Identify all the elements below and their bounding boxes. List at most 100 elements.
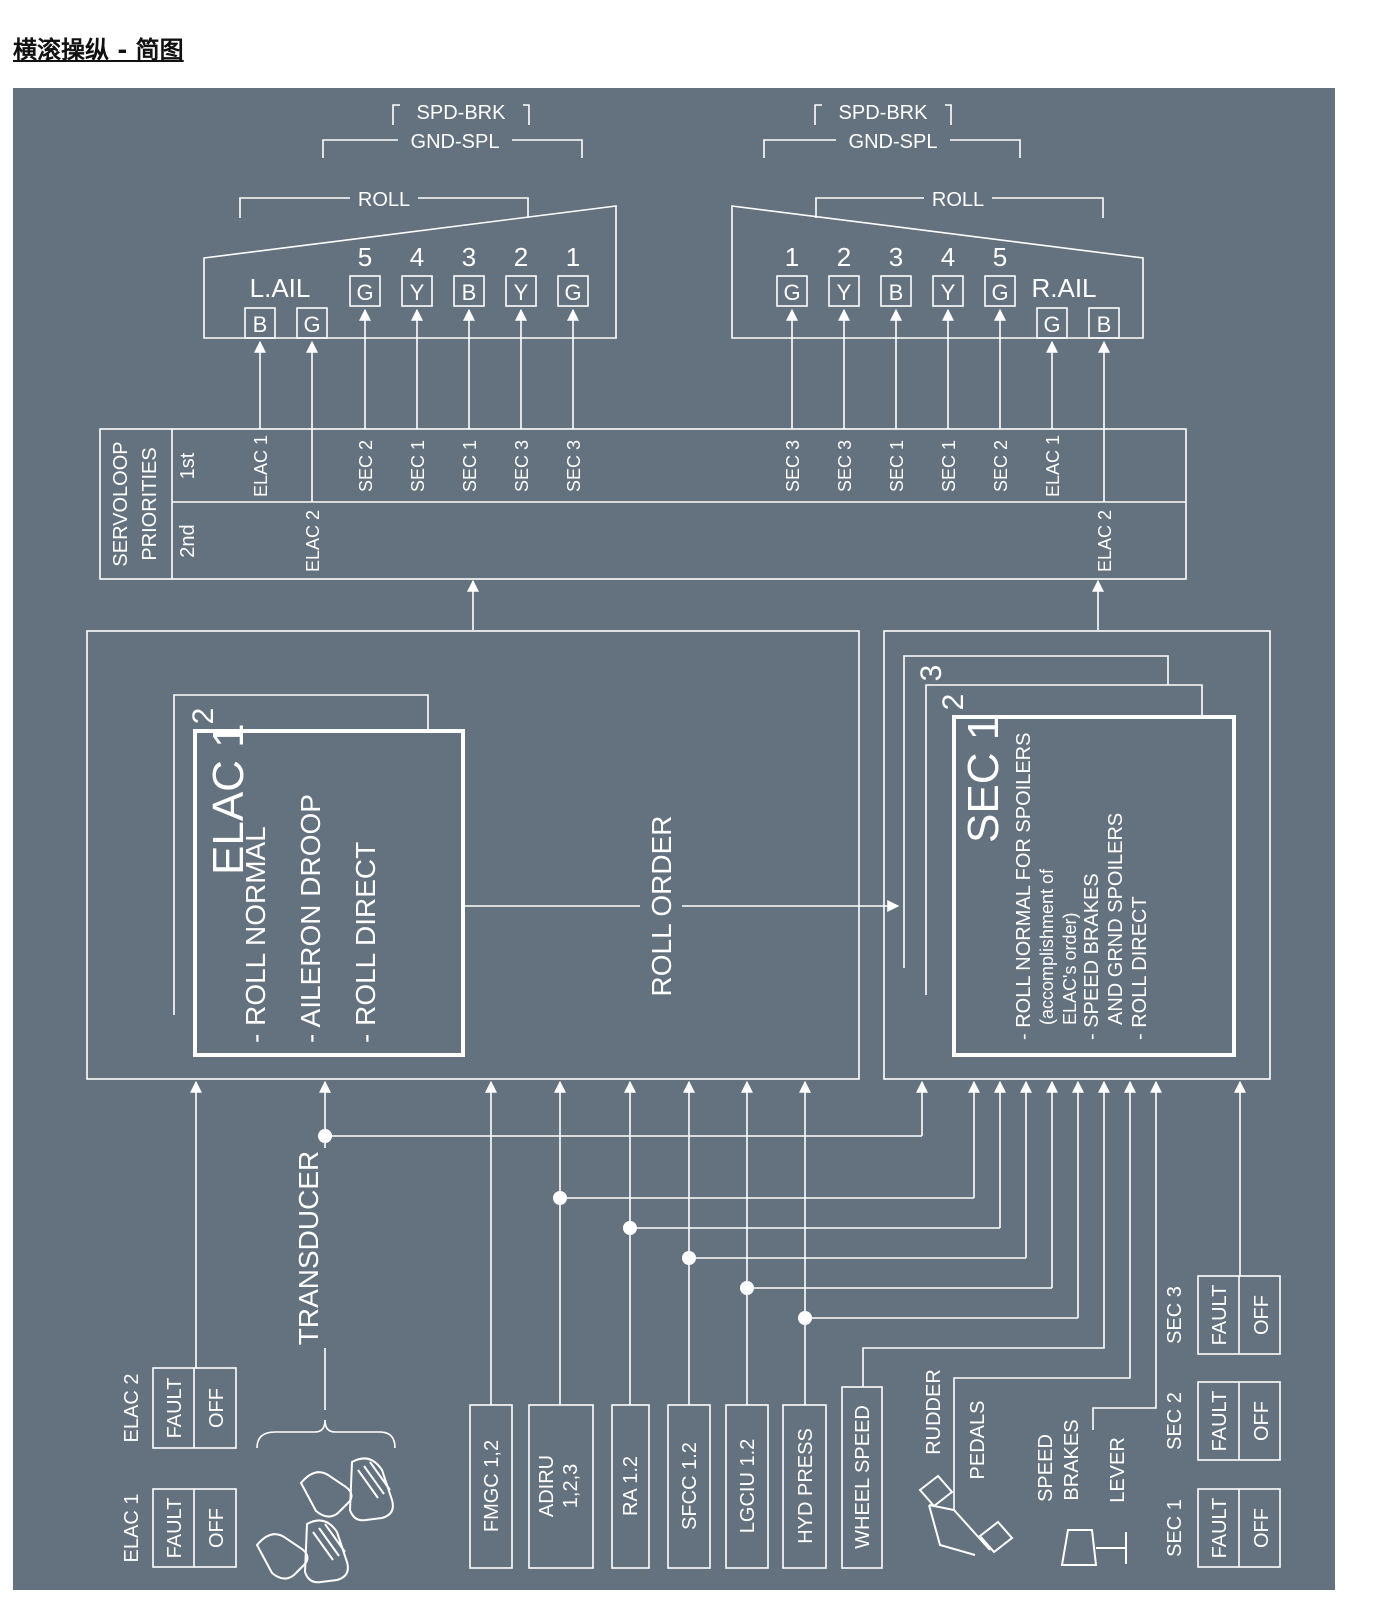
sec-line-elac-order: ELAC's order) <box>1060 913 1080 1025</box>
left-spoiler-1-number: 5 <box>358 242 372 272</box>
elac1-pushbutton[interactable]: FAULT OFF <box>152 1488 237 1568</box>
right-aileron-hyd-box-1 <box>1036 307 1068 339</box>
servoloop-priorities-table: SERVOLOOP PRIORITIES 1st 2nd ELAC 1 SEC 2… <box>99 428 1187 580</box>
sec-2-number: 2 <box>937 694 970 711</box>
right-spoiler-5-hyd: G <box>991 280 1008 305</box>
fmgc-label: FMGC 1,2 <box>481 1440 503 1532</box>
sec3-off-label: OFF <box>1251 1295 1273 1335</box>
right-first-priority-3: SEC 1 <box>887 440 907 492</box>
left-spoiler-4-hyd-box <box>505 275 537 307</box>
right-spoiler-2-hyd: Y <box>837 280 852 305</box>
left-spoiler-5-number: 1 <box>566 242 580 272</box>
left-spoiler-5-hyd-box <box>557 275 589 307</box>
sec1-fault-label: FAULT <box>1209 1498 1231 1559</box>
speedbrake-lever-icon <box>1060 1529 1127 1566</box>
right-spoiler-2-number: 2 <box>837 242 851 272</box>
left-first-priority-3: SEC 1 <box>408 440 428 492</box>
servo-arrows <box>254 308 1110 502</box>
elac-section: 2 ELAC 1 - ROLL NORMAL - AILERON DROOP -… <box>86 630 860 1080</box>
left-spoiler-3-number: 3 <box>462 242 476 272</box>
sec1-pushbutton[interactable]: FAULT OFF <box>1197 1488 1281 1568</box>
right-spoiler-4-number: 4 <box>941 242 955 272</box>
left-second-priority: ELAC 2 <box>303 510 323 572</box>
right-spd-brk-bracket: SPD-BRK GND-SPL <box>763 102 1021 158</box>
right-spoiler-3-number: 3 <box>889 242 903 272</box>
input-wiring <box>190 1080 1246 1510</box>
right-spoiler-4-hyd-box <box>932 275 964 307</box>
elac1-off-label: OFF <box>206 1508 228 1548</box>
left-aileron-hyd-box-2 <box>296 307 328 339</box>
right-aileron-hyd-2: B <box>1097 312 1112 337</box>
right-spd-brk-label: SPD-BRK <box>839 102 929 124</box>
left-first-priority-4: SEC 1 <box>460 440 480 492</box>
right-spoiler-2-hyd-box <box>828 275 860 307</box>
left-wing-outline <box>203 205 617 339</box>
left-first-priority-5: SEC 3 <box>512 440 532 492</box>
lgciu-label: LGCIU 1.2 <box>737 1439 759 1533</box>
elac2-pb-label: ELAC 2 <box>121 1374 143 1443</box>
right-spoiler-1-number: 1 <box>785 242 799 272</box>
right-gnd-spl-label: GND-SPL <box>849 131 938 153</box>
right-aileron-hyd-box-2 <box>1088 307 1120 339</box>
left-spd-brk-label: SPD-BRK <box>417 102 507 124</box>
sec3-pushbutton[interactable]: FAULT OFF <box>1197 1275 1281 1355</box>
left-spoiler-3-hyd-box <box>453 275 485 307</box>
rudder-label: RUDDER <box>923 1369 945 1455</box>
brakes-label: BRAKES <box>1061 1419 1083 1500</box>
left-roll-bracket: ROLL <box>239 189 529 218</box>
sec-line-grnd-spoilers: AND GRND SPOILERS <box>1105 813 1127 1025</box>
sec1-pb-label: SEC 1 <box>1164 1499 1186 1557</box>
left-roll-label: ROLL <box>358 189 410 211</box>
first-priority-label: 1st <box>177 452 199 479</box>
right-spoiler-3-hyd: B <box>889 280 904 305</box>
right-first-priority-1: SEC 3 <box>783 440 803 492</box>
sec2-pushbutton[interactable]: FAULT OFF <box>1197 1381 1281 1461</box>
right-second-priority: ELAC 2 <box>1095 510 1115 572</box>
elac-1-title: ELAC 1 <box>204 723 253 875</box>
right-spoiler-4-hyd: Y <box>941 280 956 305</box>
transducer-brace <box>256 1419 396 1449</box>
left-aileron-label: L.AIL <box>250 273 311 303</box>
sec2-pb-label: SEC 2 <box>1164 1392 1186 1450</box>
priorities-label: PRIORITIES <box>139 447 161 560</box>
left-aileron-hyd-1: B <box>253 312 268 337</box>
sec2-off-label: OFF <box>1251 1401 1273 1441</box>
left-spoiler-3-hyd: B <box>462 280 477 305</box>
sidestick-icon <box>255 1457 394 1584</box>
left-aileron-hyd-box-1 <box>244 307 276 339</box>
elac1-fault-label: FAULT <box>164 1498 186 1559</box>
hyd-press-label: HYD PRESS <box>795 1428 817 1544</box>
right-spoiler-1-hyd-box <box>776 275 808 307</box>
left-first-priority-2: SEC 2 <box>356 440 376 492</box>
elac2-off-label: OFF <box>206 1388 228 1428</box>
right-spoiler-5-hyd-box <box>984 275 1016 307</box>
elac-line-roll-normal: - ROLL NORMAL <box>240 826 271 1043</box>
left-spoiler-4-number: 2 <box>514 242 528 272</box>
elac-2-number: 2 <box>187 708 220 725</box>
servoloop-label: SERVOLOOP <box>110 441 132 566</box>
right-spoiler-5-number: 5 <box>993 242 1007 272</box>
left-aileron-hyd-2: G <box>303 312 320 337</box>
left-spoiler-2-hyd: Y <box>410 280 425 305</box>
sec-line-roll-direct: - ROLL DIRECT <box>1129 896 1151 1040</box>
speed-label: SPEED <box>1035 1434 1057 1502</box>
input-boxes: FMGC 1,2 ADIRU 1,2,3 RA 1.2 SFCC 1.2 LGC… <box>469 1386 883 1569</box>
elac2-fault-label: FAULT <box>164 1378 186 1439</box>
second-priority-label: 2nd <box>177 524 199 557</box>
left-first-priority-6: SEC 3 <box>564 440 584 492</box>
sec-line-roll-normal: - ROLL NORMAL FOR SPOILERS <box>1013 733 1035 1040</box>
right-spoiler-1-hyd: G <box>783 280 800 305</box>
right-first-priority-5: SEC 2 <box>991 440 1011 492</box>
elac-line-roll-direct: - ROLL DIRECT <box>350 842 381 1043</box>
sec-3-number: 3 <box>915 665 948 682</box>
left-first-priority-1: ELAC 1 <box>251 435 271 497</box>
elac-line-aileron-droop: - AILERON DROOP <box>295 794 326 1043</box>
sec3-fault-label: FAULT <box>1209 1285 1231 1346</box>
left-spoiler-2-hyd-box <box>401 275 433 307</box>
elac2-pushbutton[interactable]: FAULT OFF <box>152 1367 237 1449</box>
left-spoiler-2-number: 4 <box>410 242 424 272</box>
rudder-pedals-icon <box>918 1474 1014 1556</box>
page-title: 横滚操纵 - 简图 <box>13 36 184 64</box>
adiru-label: ADIRU <box>536 1455 558 1517</box>
